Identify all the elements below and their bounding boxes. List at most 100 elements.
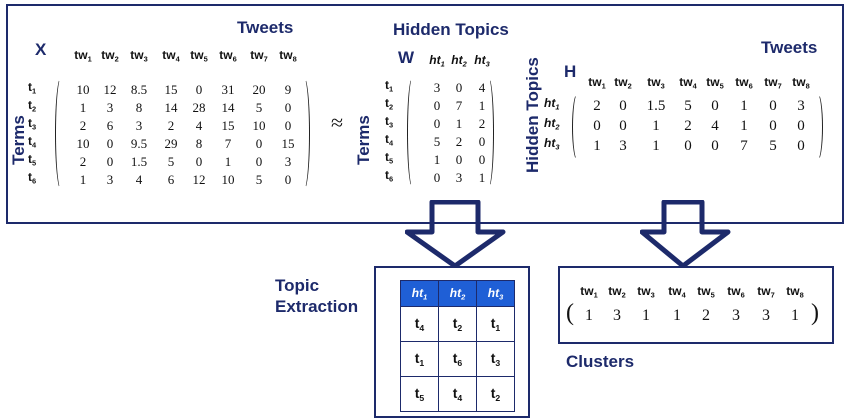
label-subscript: 3 bbox=[660, 81, 665, 91]
h-right-paren bbox=[812, 93, 823, 161]
label-base: t bbox=[452, 314, 458, 331]
w-column-header: ht1 bbox=[425, 53, 449, 69]
h-cell: 0 bbox=[711, 98, 719, 114]
cluster-value: 1 bbox=[673, 307, 681, 324]
label-base: ht bbox=[544, 116, 556, 130]
label-base: tw bbox=[162, 48, 176, 62]
label-base: t bbox=[28, 80, 32, 94]
w-row-label: t2 bbox=[385, 96, 393, 112]
x-cell: 0 bbox=[255, 154, 263, 169]
label-subscript: 4 bbox=[681, 290, 686, 300]
topic-extraction-label-line2: Extraction bbox=[275, 297, 359, 316]
label-subscript: 1 bbox=[419, 358, 425, 369]
label-subscript: 5 bbox=[32, 158, 37, 168]
w-cell: 1 bbox=[455, 116, 463, 131]
cluster-left-paren: ( bbox=[566, 300, 574, 326]
x-cell: 1.5 bbox=[130, 154, 148, 169]
h-row-axis-label: Hidden Topics bbox=[523, 57, 542, 173]
h-cell: 7 bbox=[740, 138, 748, 154]
label-subscript: 4 bbox=[32, 140, 37, 150]
label-subscript: 3 bbox=[650, 290, 655, 300]
label-subscript: 6 bbox=[389, 174, 394, 184]
label-subscript: 2 bbox=[457, 323, 463, 334]
x-cell: 10 bbox=[76, 82, 90, 97]
x-cell: 0 bbox=[284, 172, 292, 187]
cluster-value: 3 bbox=[762, 307, 770, 324]
label-subscript: 6 bbox=[232, 54, 237, 64]
topic-table-cell: t3 bbox=[476, 341, 515, 377]
h-cell: 0 bbox=[684, 138, 692, 154]
label-base: ht bbox=[474, 53, 486, 67]
label-base: t bbox=[385, 78, 389, 92]
cluster-value: 3 bbox=[732, 307, 740, 324]
label-subscript: 1 bbox=[423, 292, 428, 302]
x-cell: 2 bbox=[79, 118, 87, 133]
label-base: t bbox=[28, 98, 32, 112]
h-column-header: tw8 bbox=[789, 75, 813, 91]
x-cell: 4 bbox=[195, 118, 203, 133]
cluster-column-header: tw7 bbox=[754, 284, 778, 300]
topic-table-cell: t6 bbox=[438, 341, 477, 377]
label-subscript: 2 bbox=[555, 122, 560, 132]
label-base: t bbox=[28, 170, 32, 184]
x-right-paren bbox=[298, 77, 310, 190]
label-base: tw bbox=[727, 284, 741, 298]
x-cell: 0 bbox=[255, 136, 263, 151]
w-row-label: t4 bbox=[385, 132, 393, 148]
label-base: tw bbox=[786, 284, 800, 298]
topic-table-header: ht1 bbox=[400, 280, 439, 307]
h-cell: 0 bbox=[797, 118, 805, 134]
x-cell: 29 bbox=[164, 136, 178, 151]
h-cell: 4 bbox=[711, 118, 719, 134]
label-base: t bbox=[385, 132, 389, 146]
label-subscript: 1 bbox=[389, 84, 394, 94]
label-base: tw bbox=[580, 284, 594, 298]
w-cell: 0 bbox=[455, 80, 463, 95]
cluster-value: 2 bbox=[702, 307, 710, 324]
label-base: t bbox=[490, 349, 496, 366]
label-subscript: 2 bbox=[461, 292, 466, 302]
cluster-value: 1 bbox=[642, 307, 650, 324]
topic-extraction-label-line1: Topic bbox=[275, 276, 320, 295]
x-cell: 1 bbox=[79, 100, 87, 115]
label-base: tw bbox=[757, 284, 771, 298]
label-subscript: 3 bbox=[389, 120, 394, 130]
x-cell: 12 bbox=[103, 82, 117, 97]
x-cell: 5 bbox=[255, 100, 263, 115]
w-cell: 0 bbox=[433, 170, 441, 185]
label-base: tw bbox=[679, 75, 693, 89]
label-subscript: 1 bbox=[440, 59, 445, 69]
label-subscript: 1 bbox=[32, 86, 37, 96]
label-base: ht bbox=[411, 285, 424, 300]
label-base: ht bbox=[429, 53, 441, 67]
label-base: tw bbox=[219, 48, 233, 62]
w-row-label: t6 bbox=[385, 168, 393, 184]
label-subscript: 3 bbox=[485, 59, 490, 69]
h-cell: 1 bbox=[593, 138, 601, 154]
h-cell: 1.5 bbox=[646, 98, 666, 114]
x-cell: 8 bbox=[195, 136, 203, 151]
x-row-label: t3 bbox=[28, 116, 36, 132]
h-cell: 0 bbox=[619, 98, 627, 114]
label-base: ht bbox=[544, 136, 556, 150]
label-base: t bbox=[385, 168, 389, 182]
label-subscript: 2 bbox=[495, 393, 501, 404]
x-cell: 0 bbox=[195, 82, 203, 97]
label-subscript: 3 bbox=[499, 292, 504, 302]
x-column-header: tw6 bbox=[216, 48, 240, 64]
cluster-column-header: tw3 bbox=[634, 284, 658, 300]
x-cell: 14 bbox=[164, 100, 178, 115]
x-cell: 5 bbox=[255, 172, 263, 187]
x-column-header: tw2 bbox=[98, 48, 122, 64]
label-base: tw bbox=[647, 75, 661, 89]
label-subscript: 3 bbox=[555, 142, 560, 152]
label-base: tw bbox=[637, 284, 651, 298]
label-subscript: 6 bbox=[32, 176, 37, 186]
w-matrix-letter: W bbox=[398, 48, 415, 67]
h-column-header: tw6 bbox=[732, 75, 756, 91]
label-base: t bbox=[28, 152, 32, 166]
label-subscript: 8 bbox=[805, 81, 810, 91]
x-cell: 0 bbox=[195, 154, 203, 169]
w-column-header: ht3 bbox=[470, 53, 494, 69]
x-cell: 31 bbox=[221, 82, 235, 97]
